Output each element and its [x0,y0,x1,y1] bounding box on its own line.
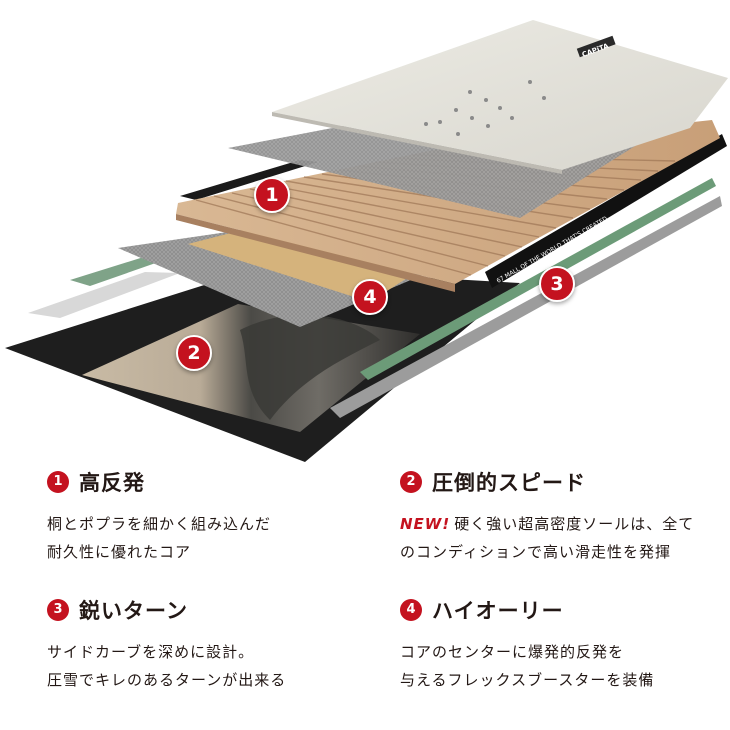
feature-desc-line: コアのセンターに爆発的反発を [400,643,625,661]
base-layer [5,268,520,462]
marker-3: 3 [539,266,575,302]
marker-1: 1 [254,177,290,213]
feature-number: 2 [400,471,422,493]
feature-desc-line: 桐とポプラを細かく組み込んだ [47,515,272,533]
new-badge: NEW! [400,515,451,533]
marker-4: 4 [352,279,388,315]
feature-desc-line: サイドカーブを深めに設計。 [47,643,255,661]
feature-desc-line: 耐久性に優れたコア [47,543,192,561]
feature-title: ハイオーリー [432,599,564,623]
insert-holes [424,80,546,136]
edge-rails [28,178,722,418]
feature-title: 圧倒的スピード [432,471,586,495]
feature-1: 1 高反発 桐とポプラを細かく組み込んだ 耐久性に優れたコア [47,468,367,566]
feature-desc-line: 与えるフレックスブースターを装備 [400,671,655,689]
feature-4: 4 ハイオーリー コアのセンターに爆発的反発を 与えるフレックスブースターを装備 [400,596,720,694]
feature-desc-line: のコンディションで高い滑走性を発揮 [400,543,671,561]
feature-number: 1 [47,471,69,493]
feature-2: 2 圧倒的スピード NEW!硬く強い超高密度ソールは、全て のコンディションで高… [400,468,720,566]
feature-3: 3 鋭いターン サイドカーブを深めに設計。 圧雪でキレのあるターンが出来る [47,596,367,694]
feature-desc-line: 圧雪でキレのあるターンが出来る [47,671,287,689]
feature-title: 鋭いターン [79,599,188,623]
feature-title: 高反発 [79,471,145,495]
snowboard-layer-diagram: 67 MALL OF THE WORLD THAT'S CREATED [5,20,728,462]
feature-desc-line: 硬く強い超高密度ソールは、全て [454,515,695,533]
feature-number: 4 [400,599,422,621]
marker-2: 2 [176,335,212,371]
top-sheet: CAPiTA [272,20,728,174]
feature-number: 3 [47,599,69,621]
